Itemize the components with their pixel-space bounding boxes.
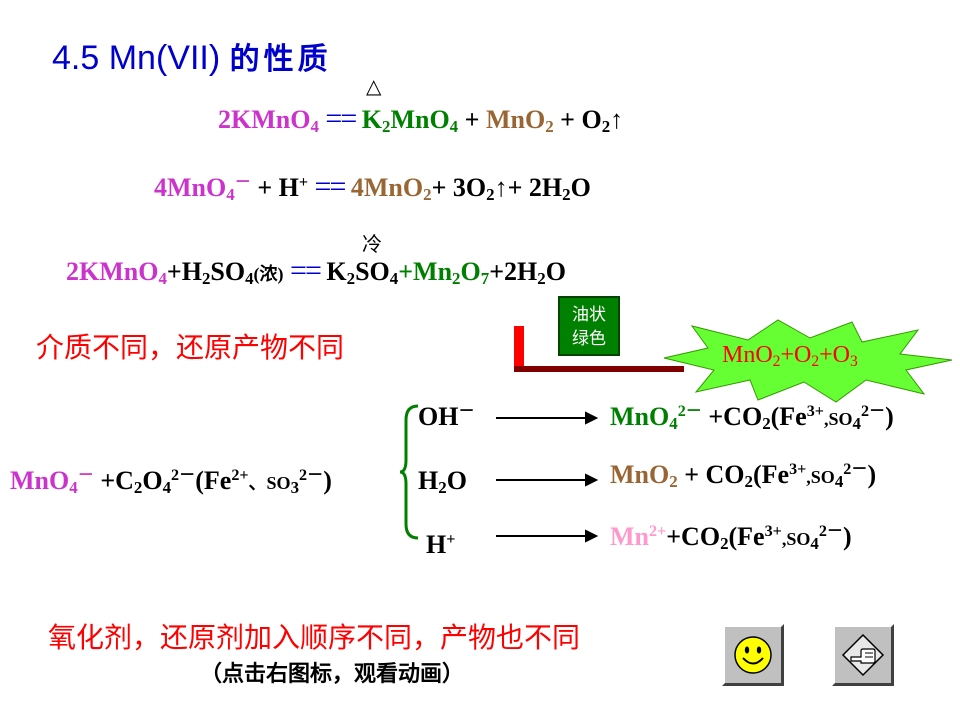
starburst-shape	[663, 319, 953, 403]
medium-note: 介质不同，还原产物不同	[36, 331, 345, 364]
product-neutral: MnO2 + CO2(Fe3+,SO42－)	[610, 460, 877, 492]
starburst-products: MnO2+O2+O3	[722, 342, 858, 370]
hand-pointer-icon	[841, 633, 885, 677]
condition-acidic: H+	[426, 530, 456, 559]
smiley-icon	[734, 636, 772, 674]
condition-neutral: H2O	[418, 466, 467, 498]
product-basic: MnO42－ +CO2(Fe3+,SO42－)	[610, 402, 894, 434]
brace-graphic	[399, 404, 419, 540]
hand-pointer-button[interactable]	[832, 624, 894, 686]
reaction-arrows	[496, 411, 598, 543]
page-title: 4.5 Mn(VII) 的性质	[52, 39, 332, 77]
animation-hint: （点击右图标，观看动画）	[200, 662, 465, 687]
tube-graphic	[514, 326, 684, 372]
reactant-formula: MnO4－ +C2O42－(Fe2+、SO32－)	[10, 466, 332, 498]
product-acidic: Mn2++CO2(Fe3+,SO42－)	[610, 522, 852, 554]
condition-basic: OH－	[418, 402, 475, 431]
order-note: 氧化剂，还原剂加入顺序不同，产物也不同	[48, 621, 581, 654]
smiley-button[interactable]	[722, 624, 784, 686]
equation-1: 2KMnO4 == K2MnO4 + MnO2 + O2↑	[218, 102, 624, 137]
equation-2: 4MnO4－ + H+ == 4MnO2+ 3O2↑+ 2H2O	[154, 170, 591, 205]
eq1-condition: △	[366, 74, 382, 98]
oily-green-label: 油状 绿色	[558, 296, 620, 356]
equation-3: 2KMnO4+H2SO4(浓) == K2SO4+Mn2O7+2H2O	[66, 254, 566, 289]
eq3-condition: 冷	[362, 232, 382, 256]
